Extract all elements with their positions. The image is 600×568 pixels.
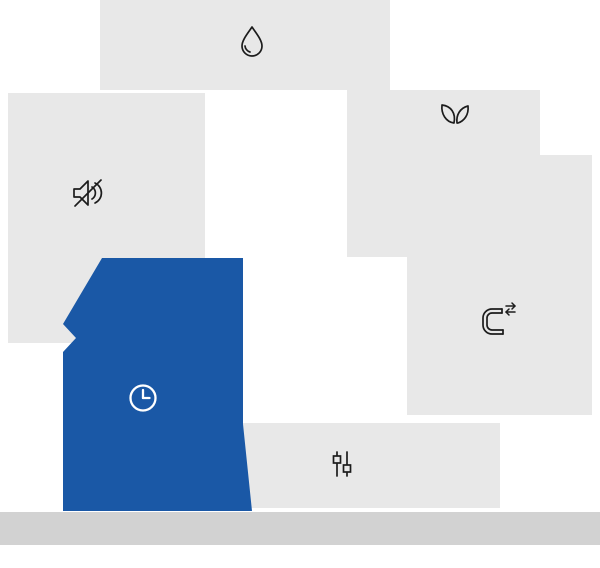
tile-hose-connection [407, 155, 592, 415]
speaker-muted-icon [73, 179, 103, 207]
tile-water-drop [100, 0, 390, 90]
sliders-icon [332, 451, 352, 477]
hose-connection-icon [482, 302, 516, 335]
eco-leaves-icon [441, 104, 469, 124]
water-drop-icon [241, 26, 263, 57]
tile-options-sliders [210, 423, 500, 508]
tile-speaker-muted [8, 93, 205, 343]
bottom-bar [0, 512, 600, 545]
clock-icon [129, 384, 157, 412]
